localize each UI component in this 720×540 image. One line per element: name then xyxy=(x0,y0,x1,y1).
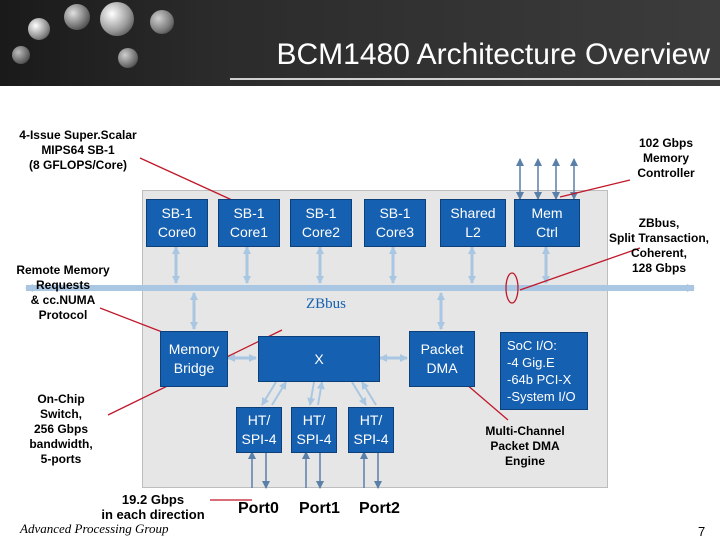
zbus-note-line-3: Coherent, xyxy=(630,246,687,260)
callout-remote-memory xyxy=(99,307,171,336)
annotation-remote-memory: Remote Memory Requests & cc.NUMA Protoco… xyxy=(4,263,122,323)
ht2-label-1: HT/ xyxy=(359,412,383,428)
switch-ht2-link-a xyxy=(351,381,367,406)
core1-label-1: SB-1 xyxy=(233,205,265,221)
ht2-label-2: SPI-4 xyxy=(353,431,389,447)
title-underline xyxy=(230,78,720,80)
zbus-highlight-ellipse xyxy=(505,272,519,304)
ht1-label-1: HT/ xyxy=(302,412,326,428)
onchip-switch-line-5: 5-ports xyxy=(40,452,82,466)
switch-ht1-link-a xyxy=(307,381,316,406)
footer-text: Advanced Processing Group xyxy=(20,521,169,536)
annotation-superscalar: 4-Issue Super.Scalar MIPS64 SB-1 (8 GFLO… xyxy=(4,128,152,173)
soc-io-label-2: -4 Gig.E xyxy=(507,355,555,370)
planet-image-5 xyxy=(12,46,30,64)
callout-zbus xyxy=(519,247,641,291)
memory-controller-line-2: Memory xyxy=(642,151,689,165)
packet-dma-label-1: Packet xyxy=(420,341,464,357)
core0-label-2: Core0 xyxy=(157,224,197,240)
mem-ctrl-block: Mem Ctrl xyxy=(514,199,580,247)
multichannel-line-1: Multi-Channel xyxy=(485,424,565,438)
ht1-label-2: SPI-4 xyxy=(296,431,332,447)
annotation-onchip-switch: On-Chip Switch, 256 Gbps bandwidth, 5-po… xyxy=(14,392,108,467)
superscalar-line-1: 4-Issue Super.Scalar xyxy=(19,128,137,142)
switch-ht0-link-a xyxy=(261,381,277,406)
zbus-bus-label: ZBbus xyxy=(306,296,347,312)
core0-label-1: SB-1 xyxy=(161,205,193,221)
planet-image-2 xyxy=(64,4,90,30)
mem-ctrl-label-1: Mem xyxy=(531,205,563,221)
zbus-note-line-1: ZBbus, xyxy=(638,216,680,230)
zbus-note-line-2: Split Transaction, xyxy=(608,231,710,245)
planet-image-4 xyxy=(150,10,174,34)
onchip-switch-line-3: 256 Gbps xyxy=(33,422,89,436)
ht0-label-2: SPI-4 xyxy=(241,431,277,447)
remote-memory-line-1: Remote Memory xyxy=(16,263,110,277)
soc-io-block: SoC I/O: -4 Gig.E -64b PCI-X -System I/O xyxy=(500,332,588,410)
core2-label-1: SB-1 xyxy=(305,205,337,221)
multichannel-line-3: Engine xyxy=(504,454,545,468)
soc-io-label-1: SoC I/O: xyxy=(507,338,557,353)
memory-bridge-block: Memory Bridge xyxy=(160,331,228,387)
core3-label-1: SB-1 xyxy=(379,205,411,221)
remote-memory-line-2: Requests xyxy=(35,278,91,292)
ht-spi4-block-1: HT/ SPI-4 xyxy=(291,407,337,453)
shared-l2-label-1: Shared xyxy=(450,205,496,221)
annotation-zbus: ZBbus, Split Transaction, Coherent, 128 … xyxy=(600,216,718,276)
superscalar-line-3: (8 GFLOPS/Core) xyxy=(28,158,127,172)
switch-ht1-link-b xyxy=(316,381,325,406)
header-banner: BCM1480 Architecture Overview xyxy=(0,0,720,86)
planet-image-6 xyxy=(118,48,138,68)
switch-x-block: X xyxy=(258,336,380,382)
core3-block: SB-1 Core3 xyxy=(364,199,426,247)
onchip-switch-line-4: bandwidth, xyxy=(29,437,93,451)
port0-label: Port0 xyxy=(238,500,279,517)
shared-l2-block: Shared L2 xyxy=(440,199,506,247)
remote-memory-line-3: & cc.NUMA xyxy=(30,293,96,307)
core3-label-2: Core3 xyxy=(375,224,415,240)
core2-block: SB-1 Core2 xyxy=(290,199,352,247)
mem-ctrl-label-2: Ctrl xyxy=(536,224,558,240)
switch-x-label: X xyxy=(314,350,324,367)
direction-line-2: in each direction xyxy=(101,507,205,522)
slide-title: BCM1480 Architecture Overview xyxy=(276,38,710,71)
planet-image-1 xyxy=(28,18,50,40)
soc-io-label-4: -System I/O xyxy=(507,389,576,404)
core2-label-2: Core2 xyxy=(301,224,341,240)
packet-dma-label-2: DMA xyxy=(426,360,458,376)
planet-image-3 xyxy=(100,2,134,36)
memory-bridge-label-2: Bridge xyxy=(173,360,215,376)
switch-ht2-link-b xyxy=(361,381,377,406)
annotation-direction: 19.2 Gbps in each direction xyxy=(94,492,212,522)
core1-block: SB-1 Core1 xyxy=(218,199,280,247)
ht-spi4-block-0: HT/ SPI-4 xyxy=(236,407,282,453)
onchip-switch-line-1: On-Chip xyxy=(37,392,85,406)
port1-label: Port1 xyxy=(299,500,340,517)
callout-superscalar xyxy=(139,157,233,201)
callout-memory-controller xyxy=(559,179,631,198)
shared-l2-label-2: L2 xyxy=(465,224,481,240)
memory-controller-line-1: 102 Gbps xyxy=(638,136,694,150)
memory-bridge-label-1: Memory xyxy=(168,341,220,357)
port2-label: Port2 xyxy=(359,500,400,517)
core1-label-2: Core1 xyxy=(229,224,269,240)
page-number: 7 xyxy=(698,524,706,539)
switch-ht0-link-b xyxy=(271,381,287,406)
onchip-switch-line-2: Switch, xyxy=(39,407,82,421)
ht0-label-1: HT/ xyxy=(247,412,271,428)
superscalar-line-2: MIPS64 SB-1 xyxy=(41,143,115,157)
soc-io-label-3: -64b PCI-X xyxy=(507,372,572,387)
ht-spi4-block-2: HT/ SPI-4 xyxy=(348,407,394,453)
multichannel-line-2: Packet DMA xyxy=(490,439,560,453)
direction-line-1: 19.2 Gbps xyxy=(121,492,185,507)
zbus-note-line-4: 128 Gbps xyxy=(631,261,687,275)
remote-memory-line-4: Protocol xyxy=(38,308,88,322)
annotation-memory-controller: 102 Gbps Memory Controller xyxy=(616,136,716,181)
memory-controller-line-3: Controller xyxy=(637,166,695,180)
packet-dma-block: Packet DMA xyxy=(409,331,475,387)
core0-block: SB-1 Core0 xyxy=(146,199,208,247)
annotation-multichannel: Multi-Channel Packet DMA Engine xyxy=(470,424,580,469)
